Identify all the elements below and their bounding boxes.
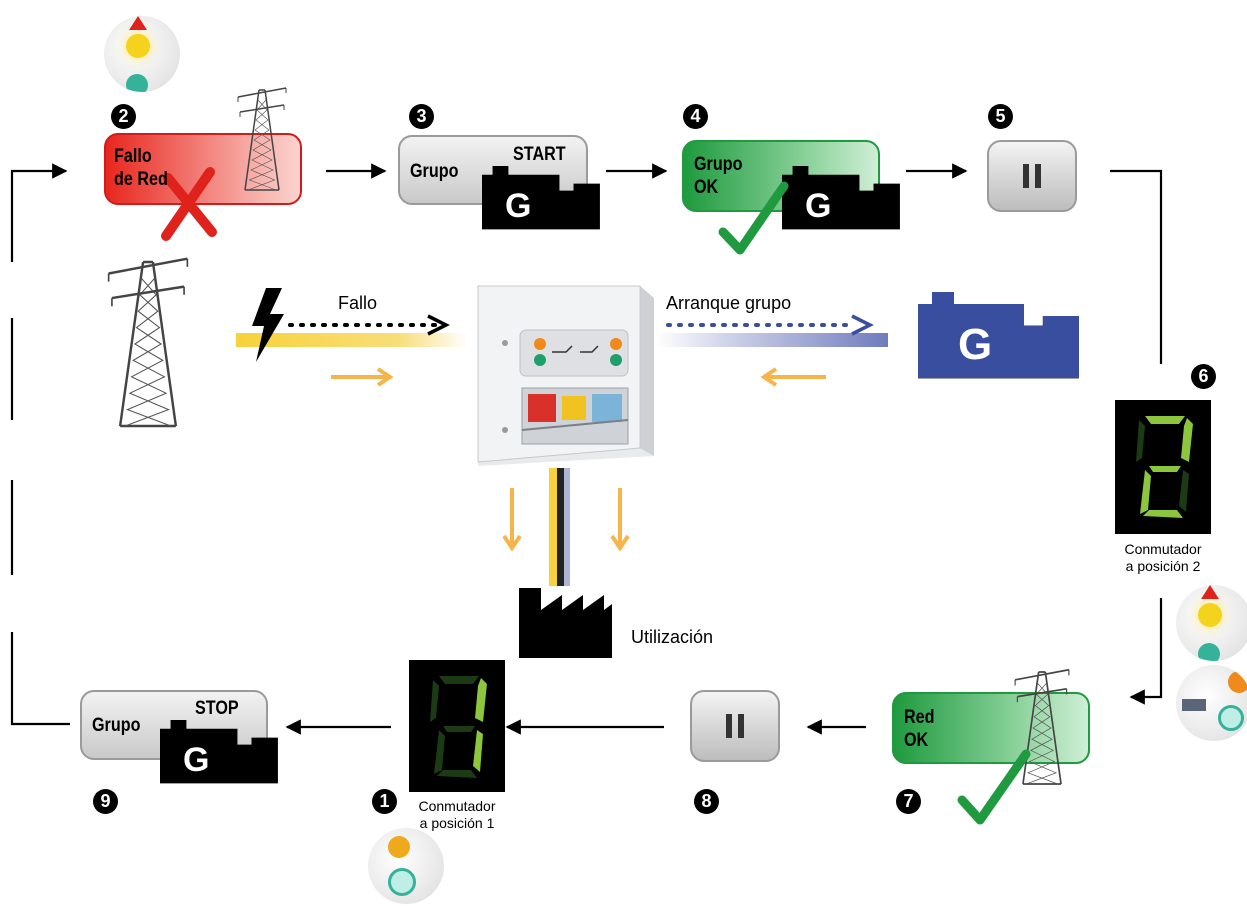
- stop-label: STOP: [195, 698, 239, 719]
- step-number-1: 1: [372, 789, 397, 814]
- digit-1-icon: [430, 676, 487, 778]
- warning-icon: [129, 16, 147, 30]
- output-cable-blue: [564, 468, 570, 586]
- connector-left-to-2: [10, 163, 68, 262]
- green-led-icon: [126, 74, 148, 92]
- arranque-arrow-head: [851, 314, 874, 336]
- grupo-start-label: Grupo: [410, 161, 459, 182]
- generator-step9-icon: [160, 720, 278, 784]
- green-led-icon: [388, 868, 416, 896]
- green-led-icon: [1218, 705, 1244, 731]
- mini-generator-icon: [1182, 699, 1206, 711]
- generator-power-bar: [656, 333, 888, 347]
- step-number-2: 2: [111, 104, 136, 129]
- generator-step4-icon: [782, 166, 900, 230]
- generator-main-letter: G: [958, 320, 993, 369]
- tower-step2-icon: [237, 87, 287, 191]
- tower-mains-icon: [107, 257, 189, 428]
- connector-6-7: [1129, 598, 1163, 705]
- step-number-8: 8: [694, 789, 719, 814]
- status-thumb-step2: [104, 16, 180, 92]
- yellow-led-icon: [126, 34, 150, 58]
- output-cable-black: [557, 468, 564, 586]
- check-red-ok-icon: [957, 749, 1031, 825]
- status-thumb-step6-top: [1176, 585, 1247, 661]
- mains-power-bar: [236, 333, 468, 347]
- utilizacion-label: Utilización: [631, 627, 714, 647]
- pause-step5-icon: [987, 140, 1077, 212]
- orange-flow-arrows: [331, 367, 826, 552]
- lightning-bolt-icon: [252, 288, 284, 362]
- step-number-7: 7: [896, 789, 921, 814]
- status-thumb-step6-bottom: [1176, 665, 1247, 741]
- orange-led-icon: [388, 836, 410, 858]
- conmutador-1-caption: Conmutador a posición 1: [418, 798, 496, 831]
- fallo-arrow-head: [427, 314, 450, 336]
- check-grupo-ok-icon: [718, 181, 789, 255]
- arranque-grupo-label: Arranque grupo: [666, 293, 792, 313]
- connector-9-left: [10, 632, 70, 726]
- digit-2-icon: [1136, 416, 1193, 518]
- orange-led-icon: [1228, 671, 1247, 693]
- generator-step4-letter: G: [805, 187, 832, 225]
- fallo-de-red-label: Fallo de Red: [114, 146, 168, 190]
- step-number-3: 3: [409, 104, 434, 129]
- fallo-label: Fallo: [338, 293, 378, 313]
- ats-cabinet-icon: [477, 285, 654, 466]
- warning-icon: [1201, 585, 1219, 599]
- start-label: START: [513, 144, 566, 165]
- tower-step7-icon: [1014, 668, 1070, 785]
- factory-icon: [519, 588, 612, 658]
- generator-step3-icon: [482, 166, 600, 230]
- display-position-1: [409, 660, 505, 792]
- grupo-stop-label: Grupo: [92, 715, 141, 736]
- conmutador-2-caption: Conmutador a posición 2: [1124, 541, 1202, 574]
- generator-step3-letter: G: [505, 187, 532, 225]
- display-position-2: [1115, 400, 1211, 534]
- generator-main-body: [918, 292, 1079, 378]
- yellow-led-icon: [1198, 603, 1222, 627]
- green-led-icon: [1198, 643, 1220, 661]
- fail-x-icon: [161, 167, 217, 241]
- grupo-ok-label: Grupo OK: [694, 154, 743, 198]
- step-number-5: 5: [988, 104, 1013, 129]
- step-number-6: 6: [1191, 364, 1216, 389]
- connector-5-6: [1110, 169, 1163, 364]
- step-number-4: 4: [683, 104, 708, 129]
- generator-step9-letter: G: [183, 741, 210, 779]
- red-ok-label: Red OK: [904, 707, 935, 751]
- output-cable-yellow: [549, 468, 557, 586]
- pause-step8-icon: [690, 690, 780, 762]
- step-number-9: 9: [93, 789, 118, 814]
- status-thumb-step1: [368, 828, 444, 904]
